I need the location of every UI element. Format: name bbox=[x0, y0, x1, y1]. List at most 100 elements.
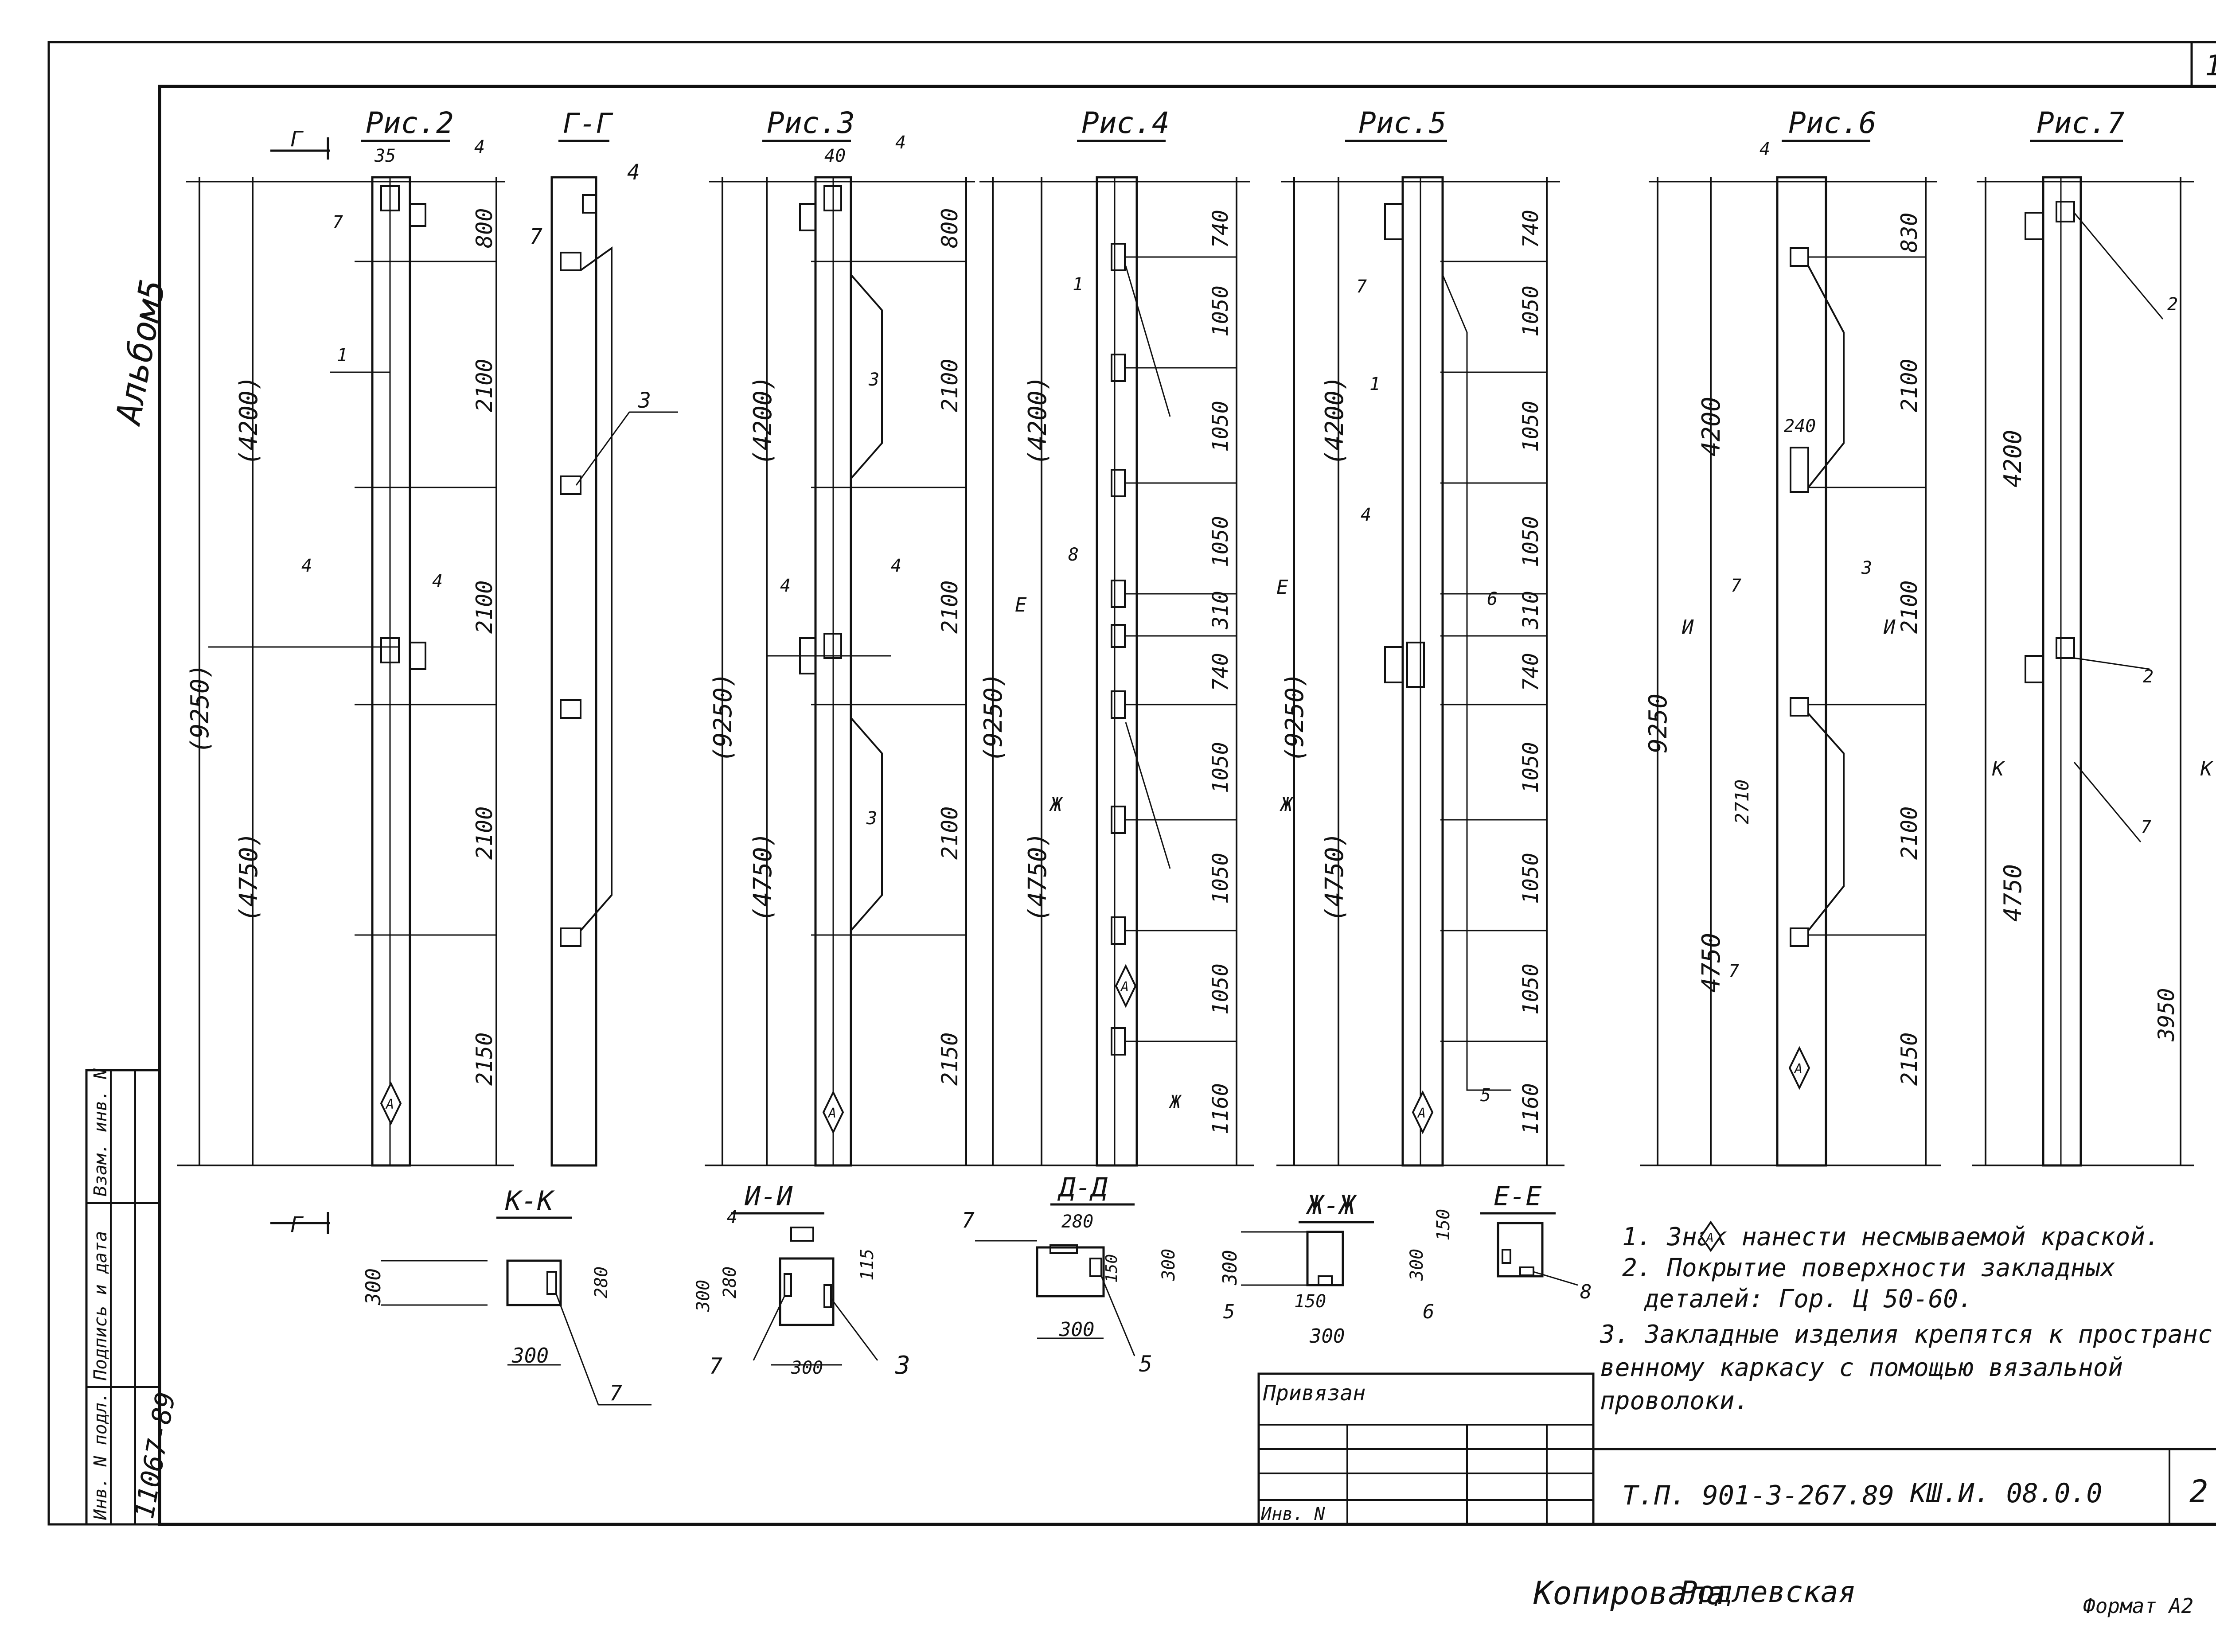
fig7-total: 4200 bbox=[1999, 430, 2027, 487]
note-3: 3. Закладные изделия крепятся к простран… bbox=[1600, 1320, 2216, 1349]
fig6-seg-lower: 4750 bbox=[1697, 933, 1726, 993]
secGG-callout-7: 7 bbox=[530, 224, 542, 249]
secKK-dim-300h: 300 bbox=[511, 1344, 549, 1368]
fig6-mark-I-right: И bbox=[1883, 616, 1896, 639]
fig5-seg-lower: (4750) bbox=[1320, 832, 1349, 922]
fig4-dim-1: 740 bbox=[1208, 210, 1233, 248]
fig5-callout-6: 6 bbox=[1487, 589, 1498, 609]
stamp-doc-code: Т.П. 901-3-267.89 bbox=[1622, 1480, 1894, 1511]
fig7-mark-K-left: К bbox=[1992, 758, 2005, 780]
fig4-embed-plates bbox=[1111, 243, 1126, 1056]
fig6-callout-240: 240 bbox=[1784, 416, 1816, 436]
fig2-section-mark-top: Г bbox=[290, 127, 304, 152]
secKK-dim-280: 280 bbox=[591, 1266, 612, 1298]
figure-5: Рис.5 (9250) (4200) (4750) 740 1050 1050… bbox=[1276, 106, 1564, 1167]
sheet-corner-number: 1 bbox=[2205, 50, 2216, 82]
fig4-callout-1: 1 bbox=[1073, 274, 1083, 295]
fig2-total: (9250) bbox=[186, 664, 215, 753]
fig6-dim-5: 2150 bbox=[1896, 1032, 1922, 1086]
fig4-dim-9: 1050 bbox=[1208, 963, 1233, 1015]
secDD-callout-7: 7 bbox=[962, 1208, 975, 1233]
strip-inv-original: Инв. N подл. bbox=[90, 1392, 111, 1520]
fig4-dim-4: 1050 bbox=[1208, 516, 1233, 567]
fig4-dim-3: 1050 bbox=[1208, 401, 1233, 452]
fig6-callout-7b: 7 bbox=[1728, 961, 1739, 982]
fig3-dim-3: 2100 bbox=[937, 581, 963, 634]
fig4-dim-5: 310 bbox=[1208, 591, 1233, 630]
note-3c: проволоки. bbox=[1600, 1387, 1749, 1415]
fig5-total: (9250) bbox=[1280, 673, 1309, 762]
fig3-callout-3b: 3 bbox=[866, 808, 877, 829]
sheet-frame bbox=[47, 41, 2216, 1526]
fig2-dim-4: 2100 bbox=[472, 807, 497, 860]
fig3-dim-1: 800 bbox=[937, 208, 963, 248]
fig3-dim-2: 2100 bbox=[937, 359, 963, 412]
title-stamp: Привязан Инв. N Т.П. 901-3-267.89 КШ.И. … bbox=[1257, 1372, 2216, 1526]
fig3-callout-4: 4 bbox=[895, 132, 906, 153]
figure-2: Рис.2 (9250) (4200) (4750) 800 2100 2100… bbox=[177, 106, 514, 1237]
secII-callout-7: 7 bbox=[709, 1353, 722, 1379]
fig2-section-mark-bottom: Г bbox=[290, 1212, 304, 1237]
note-diamond-letter: А bbox=[1705, 1230, 1714, 1245]
fig6-total: 9250 bbox=[1644, 694, 1673, 753]
fig2-dim-5: 2150 bbox=[472, 1032, 497, 1086]
section-KK: К-К 300 280 300 7 bbox=[361, 1185, 652, 1406]
fig3-dim-5: 2150 bbox=[937, 1032, 963, 1086]
fig4-mark-E-left: Е bbox=[1015, 594, 1027, 616]
footer-name: Родлевская bbox=[1680, 1575, 1856, 1609]
secEE-dim-150: 150 bbox=[1433, 1209, 1454, 1241]
section-II: И-И 4 300 280 300 115 7 3 bbox=[693, 1181, 910, 1380]
secZhZh-dim-300v: 300 bbox=[1219, 1250, 1241, 1286]
fig6-title: Рис.6 bbox=[1788, 106, 1877, 140]
secII-callout-3: 3 bbox=[895, 1351, 910, 1380]
fig2-seg-upper: (4200) bbox=[234, 376, 263, 465]
secZhZh-callout-5: 5 bbox=[1223, 1301, 1235, 1323]
fig2-callout-35: 35 bbox=[374, 146, 396, 166]
fig4-mark-Zh-right: Ж bbox=[1280, 793, 1294, 816]
secEE-callout-6: 6 bbox=[1423, 1301, 1435, 1323]
fig5-dim-2: 1050 bbox=[1518, 285, 1543, 337]
secZhZh-dim-150: 150 bbox=[1294, 1291, 1326, 1312]
fig3-callout-4c: 4 bbox=[891, 556, 901, 576]
secDD-dim-280: 280 bbox=[1061, 1212, 1093, 1232]
fig5-callout-1: 1 bbox=[1369, 374, 1380, 394]
fig4-callout-8: 8 bbox=[1068, 545, 1079, 565]
secII-dim-300: 300 bbox=[693, 1280, 714, 1312]
fig5-seg-upper: (4200) bbox=[1320, 376, 1349, 465]
fig2-dim-1: 800 bbox=[472, 208, 497, 248]
fig4-dim-2: 1050 bbox=[1208, 285, 1233, 337]
secDD-dim-300h: 300 bbox=[1059, 1318, 1094, 1341]
secEE-callout-8: 8 bbox=[1580, 1281, 1592, 1303]
fig5-callout-4: 4 bbox=[1361, 505, 1371, 525]
secEE-dim-300: 300 bbox=[1407, 1249, 1427, 1281]
fig6-callout-2710: 2710 bbox=[1731, 779, 1753, 824]
fig6-dim-4: 2100 bbox=[1896, 807, 1922, 860]
fig5-callout-7: 7 bbox=[1356, 277, 1367, 297]
secII-dim-300b: 300 bbox=[791, 1358, 823, 1378]
fig4-seg-upper: (4200) bbox=[1023, 376, 1052, 465]
fig6-callout-3: 3 bbox=[1861, 558, 1872, 578]
fig5-dim-1: 740 bbox=[1518, 210, 1543, 248]
fig5-dim-8: 1050 bbox=[1518, 853, 1543, 904]
fig5-dim-5: 310 bbox=[1518, 591, 1543, 630]
fig6-callout-7: 7 bbox=[1731, 576, 1741, 596]
fig7-dim-3950: 3950 bbox=[2154, 988, 2179, 1042]
fig2-dim-3: 2100 bbox=[472, 581, 497, 634]
fig7-callout-2b: 2 bbox=[2143, 666, 2154, 687]
fig2-callout-4c: 4 bbox=[432, 571, 443, 592]
fig5-dim-6: 740 bbox=[1518, 653, 1543, 691]
secDD-dim-150: 150 bbox=[1103, 1254, 1121, 1283]
fig4-total: (9250) bbox=[979, 673, 1008, 762]
fig5-dim-9: 1050 bbox=[1518, 963, 1543, 1015]
fig7-callout-2a: 2 bbox=[2167, 294, 2178, 315]
fig7-seg-lower: 4750 bbox=[1999, 864, 2027, 922]
secDD-dim-300v: 300 bbox=[1159, 1249, 1179, 1281]
fig5-dim-7: 1050 bbox=[1518, 742, 1543, 793]
fig5-dim-3: 1050 bbox=[1518, 401, 1543, 452]
note-3b: венному каркасу с помощью вязальной bbox=[1600, 1353, 2123, 1382]
stamp-sheet-code: КШ.И. 08.0.0 bbox=[1910, 1478, 2102, 1509]
fig4-mark-E-right: Е bbox=[1276, 576, 1288, 599]
fig2-seg-lower: (4750) bbox=[234, 832, 263, 922]
secGG-callout-4: 4 bbox=[627, 160, 640, 185]
secII-dim-115: 115 bbox=[857, 1249, 878, 1281]
